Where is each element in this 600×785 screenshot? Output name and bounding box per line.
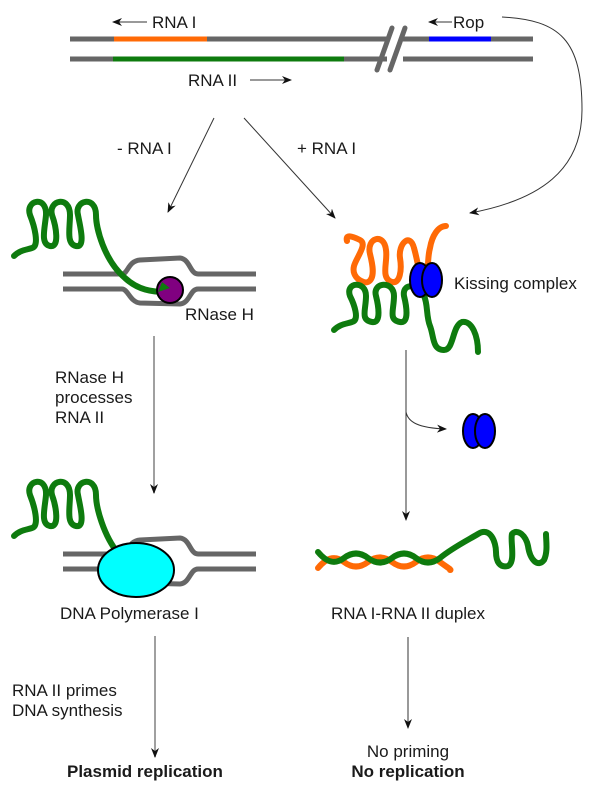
rna-ii-label: RNA II bbox=[188, 71, 237, 90]
rna-ii-primer bbox=[11, 478, 121, 556]
rna-ii-cleavage-site bbox=[158, 282, 170, 292]
rna-ii-loops bbox=[331, 281, 481, 355]
dna-polymerase-enzyme bbox=[97, 542, 175, 598]
rna-ii-processing bbox=[11, 198, 169, 295]
minus-rna-i-arrow bbox=[167, 117, 215, 213]
kissing-complex-label: Kissing complex bbox=[454, 274, 577, 293]
rop-dimer-subunit-2 bbox=[421, 262, 443, 298]
break-mark-1 bbox=[374, 25, 395, 73]
step1-line3: RNA II bbox=[55, 408, 104, 427]
dna-polymerase-complex bbox=[11, 478, 256, 598]
rop-label: Rop bbox=[453, 13, 484, 32]
rna-i-strand bbox=[315, 554, 454, 573]
plasmid-replication-outcome: Plasmid replication bbox=[67, 762, 223, 781]
released-rop-subunit-2 bbox=[474, 413, 496, 449]
rna-i-label: RNA I bbox=[152, 13, 196, 32]
rnase-h-label: RNase H bbox=[185, 305, 254, 324]
step2-line2: DNA synthesis bbox=[12, 701, 123, 720]
step1-line1: RNase H bbox=[55, 368, 124, 387]
plus-rna-i-arrow bbox=[243, 117, 336, 219]
rna-ii-strand bbox=[315, 528, 550, 570]
break-mark-2 bbox=[387, 25, 408, 73]
rop-release-arrow bbox=[405, 411, 447, 433]
duplex-label: RNA I-RNA II duplex bbox=[331, 604, 486, 623]
kissing-complex bbox=[331, 223, 481, 355]
rna-duplex bbox=[315, 528, 550, 573]
dna-open-bottom bbox=[63, 286, 256, 307]
no-replication-outcome: No replication bbox=[351, 762, 464, 781]
plasmid-dna bbox=[70, 25, 533, 73]
step1-line2: processes bbox=[55, 388, 132, 407]
dna-open-top bbox=[63, 255, 256, 277]
minus-rna-i-label: - RNA I bbox=[117, 139, 172, 158]
rop-to-kissing-arrow bbox=[469, 16, 583, 216]
rnase-h-complex bbox=[11, 198, 256, 307]
dna-polymerase-label: DNA Polymerase I bbox=[60, 604, 199, 623]
no-priming-label: No priming bbox=[367, 742, 449, 761]
plus-rna-i-label: + RNA I bbox=[297, 139, 356, 158]
step2-line1: RNA II primes bbox=[12, 681, 117, 700]
